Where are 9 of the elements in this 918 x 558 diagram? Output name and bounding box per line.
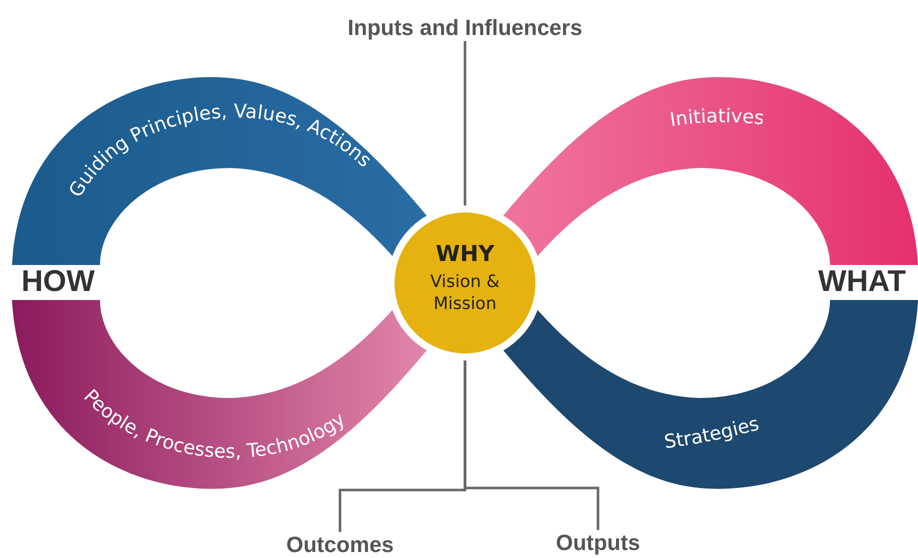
side-label: WHAT bbox=[818, 265, 906, 299]
circle-heading: WHY bbox=[436, 242, 494, 267]
heading-text: Inputs and Influencers bbox=[348, 15, 582, 41]
circle-text: Vision & Mission bbox=[430, 272, 500, 314]
heading-text: Outputs bbox=[556, 530, 640, 556]
side-label: HOW bbox=[21, 265, 95, 299]
band-label: Strategies bbox=[662, 412, 762, 454]
band-label: Initiatives bbox=[668, 105, 766, 132]
heading-text: Outcomes bbox=[286, 532, 394, 558]
